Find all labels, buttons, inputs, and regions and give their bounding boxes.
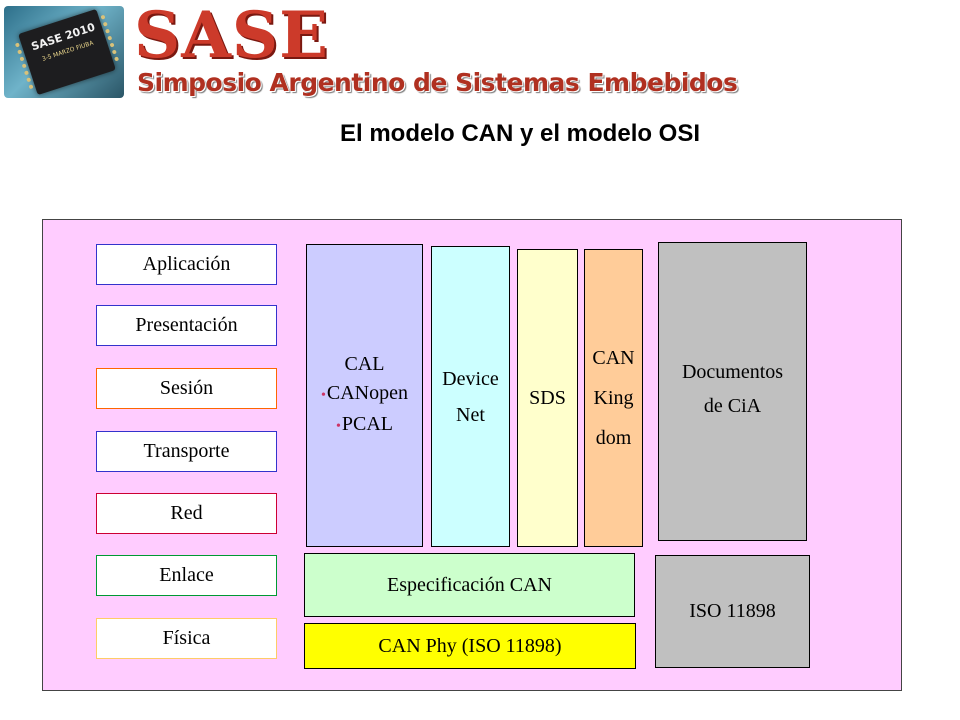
brand-logo: SASE <box>134 0 329 73</box>
osi-layer-presentacion: Presentación <box>96 305 277 346</box>
cia-documents-block: Documentos de CiA <box>658 242 807 541</box>
sase-chip-logo: SASE 2010 3-5 MARZO FIUBA <box>4 6 124 98</box>
slide-title: El modelo CAN y el modelo OSI <box>339 120 701 147</box>
cankingdom-block: CAN King dom <box>584 249 643 547</box>
osi-layer-red: Red <box>96 493 277 534</box>
sds-block: SDS <box>517 249 578 547</box>
cal-block: CAL CANopen PCAL <box>306 244 423 547</box>
osi-layer-sesion: Sesión <box>96 368 277 409</box>
can-specification-block: Especificación CAN <box>304 553 635 617</box>
osi-layer-enlace: Enlace <box>96 555 277 596</box>
can-phy-block: CAN Phy (ISO 11898) <box>304 623 636 669</box>
devicenet-block: Device Net <box>431 246 510 547</box>
osi-layer-transporte: Transporte <box>96 431 277 472</box>
osi-layer-fisica: Física <box>96 618 277 659</box>
iso-11898-block: ISO 11898 <box>655 555 810 668</box>
chip-icon: SASE 2010 3-5 MARZO FIUBA <box>14 8 120 96</box>
brand-subtitle: Simposio Argentino de Sistemas Embebidos <box>137 68 738 97</box>
osi-layer-aplicacion: Aplicación <box>96 244 277 285</box>
